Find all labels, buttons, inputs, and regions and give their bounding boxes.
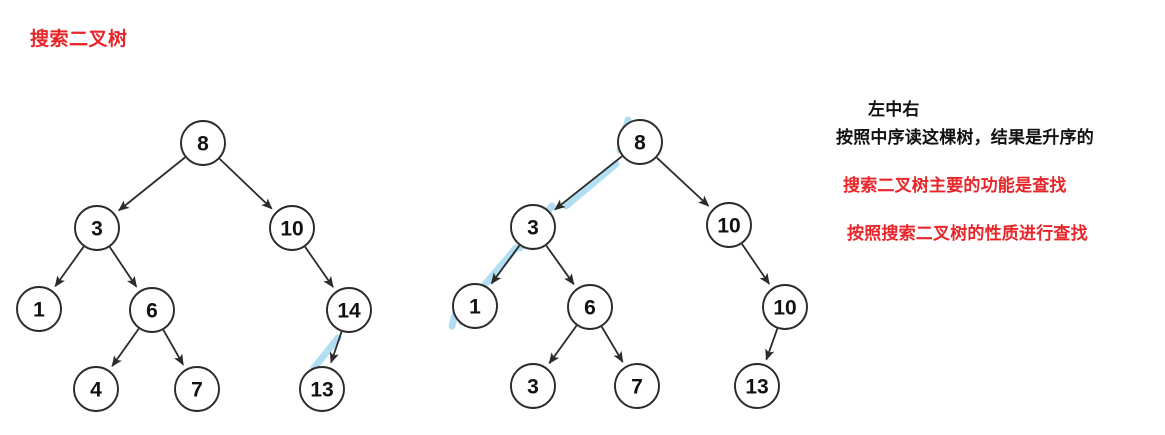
tree-edge (554, 155, 623, 211)
tree-node-circle (269, 205, 315, 251)
tree-edge (656, 157, 710, 207)
tree-edge (111, 328, 140, 368)
tree-node-label: 8 (197, 133, 209, 156)
tree-node-label: 10 (280, 218, 303, 241)
tree-node[interactable]: 7 (174, 366, 220, 412)
tree-nodes-group: 8 3 10 1 6 14 4 7 13 8 3 10 1 6 10 3 7 13 (16, 119, 808, 412)
tree-node[interactable]: 1 (452, 283, 498, 329)
tree-node-label: 8 (634, 132, 646, 155)
tree-node-circle (452, 283, 498, 329)
tree-node[interactable]: 10 (269, 205, 315, 251)
highlight-mark (478, 244, 520, 292)
page-title: 搜索二叉树 (30, 29, 128, 50)
tree-node[interactable]: 6 (129, 287, 175, 333)
tree-node-circle (16, 286, 62, 332)
tree-node-circle (617, 119, 663, 165)
tree-node-circle (174, 366, 220, 412)
tree-node[interactable]: 4 (73, 366, 119, 412)
tree-node-label: 7 (631, 376, 643, 399)
tree-edge (548, 325, 578, 365)
note-line-main-function-search: 搜索二叉树主要的功能是查找 (843, 176, 1067, 195)
tree-node-circle (74, 205, 120, 251)
tree-node-label: 6 (146, 300, 158, 323)
note-line-search-by-property: 按照搜索二叉树的性质进行查找 (847, 224, 1088, 243)
tree-edge (54, 246, 85, 288)
tree-node-label: 6 (584, 297, 596, 320)
tree-edge (109, 246, 138, 288)
tree-node-label: 3 (527, 376, 539, 399)
tree-edge (162, 329, 184, 366)
tree-node[interactable]: 8 (617, 119, 663, 165)
tree-node-label: 13 (745, 376, 768, 399)
tree-node-label: 7 (191, 379, 203, 402)
tree-edge (490, 245, 521, 285)
tree-node-circle (326, 287, 372, 333)
tree-node-circle (510, 204, 556, 250)
tree-edges-group (54, 155, 779, 368)
tree-node-circle (129, 287, 175, 333)
note-line-inorder-ascending: 按照中序读这棵树，结果是升序的 (836, 128, 1094, 147)
tree-node-circle (73, 366, 119, 412)
tree-node-label: 10 (717, 215, 740, 238)
tree-node-label: 3 (91, 218, 103, 241)
tree-node[interactable]: 10 (762, 284, 808, 330)
tree-node-label: 1 (33, 299, 45, 322)
tree-edge (600, 326, 624, 363)
tree-node[interactable]: 1 (16, 286, 62, 332)
tree-node-label: 3 (527, 217, 539, 240)
tree-edge (219, 158, 273, 210)
tree-node-circle (614, 363, 660, 409)
tree-node-circle (567, 284, 613, 330)
tree-edge (118, 156, 186, 212)
tree-node-circle (706, 202, 752, 248)
tree-node[interactable]: 3 (74, 205, 120, 251)
tree-node[interactable]: 6 (567, 284, 613, 330)
tree-node-label: 4 (90, 379, 102, 402)
tree-node[interactable]: 13 (734, 363, 780, 409)
highlight-marks-group (305, 116, 632, 406)
tree-node[interactable]: 10 (706, 202, 752, 248)
tree-edge (545, 245, 575, 286)
tree-node[interactable]: 3 (510, 204, 556, 250)
tree-node-circle (762, 284, 808, 330)
tree-node[interactable]: 3 (510, 363, 556, 409)
tree-node[interactable]: 7 (614, 363, 660, 409)
tree-node-circle (734, 363, 780, 409)
highlight-mark (562, 160, 620, 210)
tree-edge (329, 331, 343, 364)
note-line-traversal-order: 左中右 (868, 100, 920, 119)
tree-node-circle (180, 120, 226, 166)
tree-edge (304, 246, 334, 288)
tree-node-label: 13 (310, 379, 333, 402)
tree-node-circle (510, 363, 556, 409)
tree-node-label: 1 (469, 296, 481, 319)
tree-edge (765, 328, 779, 361)
tree-node-circle (299, 366, 345, 412)
tree-node[interactable]: 8 (180, 120, 226, 166)
tree-node[interactable]: 14 (326, 287, 372, 333)
tree-node[interactable]: 13 (299, 366, 345, 412)
tree-node-label: 10 (773, 297, 796, 320)
tree-edge (741, 243, 770, 285)
highlight-mark (310, 334, 342, 372)
tree-node-label: 14 (337, 300, 361, 323)
